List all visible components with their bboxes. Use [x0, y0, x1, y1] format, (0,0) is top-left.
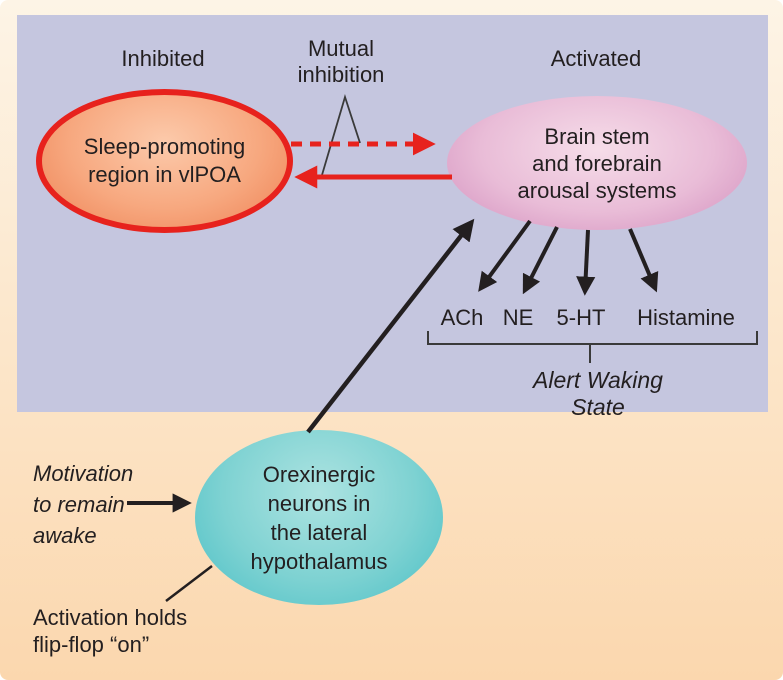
label-5ht: 5-HT: [556, 305, 606, 330]
activation-annotation: Activation holds flip-flop “on”: [33, 605, 188, 657]
motivation-annotation: Motivation to remain awake: [33, 461, 134, 548]
mutual-inhibition-label: Mutual inhibition: [297, 36, 385, 87]
activated-label: Activated: [550, 46, 642, 71]
sleep-promoting-region-node: Sleep-promoting region in vlPOA: [36, 89, 293, 233]
label-ach: ACh: [440, 305, 484, 330]
inhibited-label: Inhibited: [121, 46, 205, 71]
label-histamine: Histamine: [637, 305, 735, 330]
orexinergic-neurons-node: Orexinergic neurons in the lateral hypot…: [195, 430, 443, 605]
alert-waking-state-label: Alert Waking State: [533, 367, 663, 420]
arousal-systems-node: Brain stem and forebrain arousal systems: [447, 96, 747, 230]
activation-pointer-line: [165, 565, 213, 602]
label-ne: NE: [502, 305, 534, 330]
